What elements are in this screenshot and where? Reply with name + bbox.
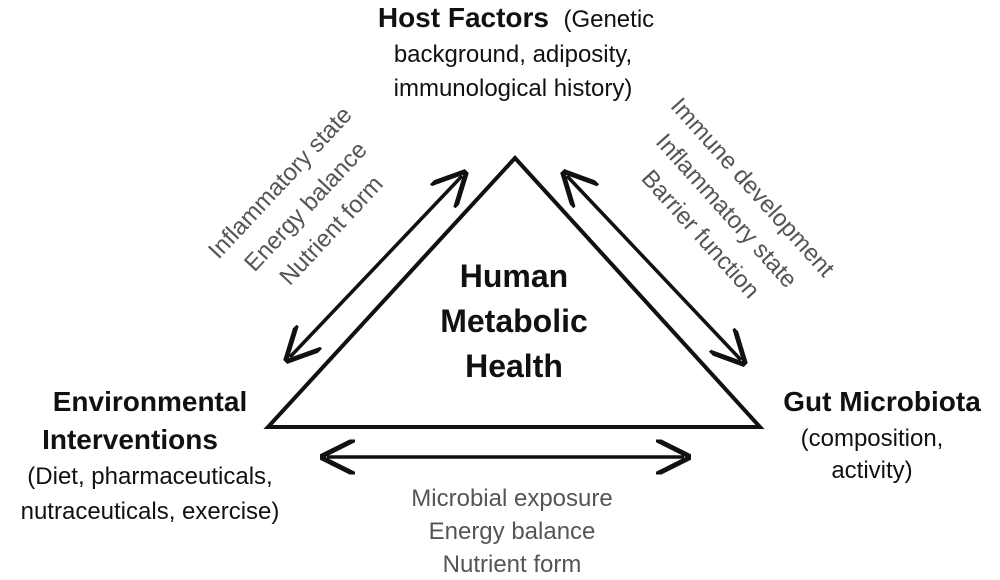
node-gut-microbiota: Gut Microbiota (composition, activity) — [783, 386, 981, 484]
environment-detail-line-2: nutraceuticals, exercise) — [21, 498, 280, 525]
edge-labels-host-microbiota: Immune development Inflammatory state Ba… — [636, 93, 840, 304]
microbiota-title: Gut Microbiota — [783, 386, 981, 417]
edge-labels-environment-microbiota: Microbial exposure Energy balance Nutrie… — [411, 485, 612, 578]
node-environmental-interventions: Environmental Interventions (Diet, pharm… — [21, 386, 280, 525]
host-detail-first: (Genetic — [563, 6, 654, 33]
host-title-line: Host Factors (Genetic — [378, 2, 654, 33]
center-line-2: Metabolic — [440, 303, 588, 339]
edge-label-microbial-exposure: Microbial exposure — [411, 485, 612, 512]
arrow-host-environment — [290, 176, 462, 357]
node-host-factors: Host Factors (Genetic background, adipos… — [378, 2, 654, 102]
center-label: Human Metabolic Health — [440, 258, 588, 384]
environment-title-line-1: Environmental — [53, 386, 247, 417]
environment-title-line-2: Interventions — [42, 424, 218, 455]
host-detail-line-1: background, adiposity, — [394, 41, 632, 68]
host-title: Host Factors — [378, 2, 549, 33]
environment-detail-line-1: (Diet, pharmaceuticals, — [27, 463, 272, 490]
microbiota-detail-line-2: activity) — [831, 457, 912, 484]
edge-label-nutrient-form-bottom: Nutrient form — [443, 551, 582, 578]
microbiota-detail-line-1: (composition, — [801, 425, 944, 452]
arrow-host-microbiota — [567, 176, 741, 360]
edge-labels-host-environment: Inflammatory state Energy balance Nutrie… — [203, 101, 389, 290]
host-detail-line-2: immunological history) — [394, 75, 633, 102]
center-line-1: Human — [460, 258, 568, 294]
center-line-3: Health — [465, 348, 563, 384]
edge-label-energy-balance-bottom: Energy balance — [429, 518, 596, 545]
